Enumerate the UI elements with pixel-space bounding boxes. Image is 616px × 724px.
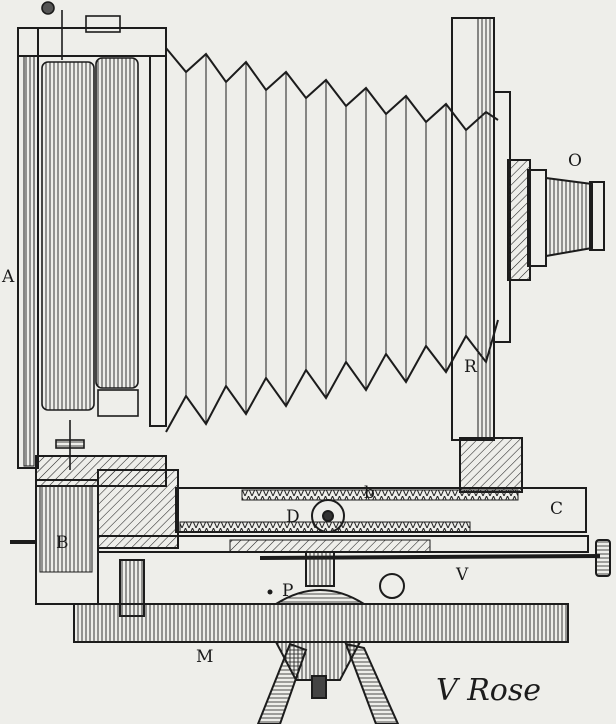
label-a: A bbox=[1, 267, 15, 287]
label-p: P bbox=[282, 581, 293, 601]
label-b-lower: b bbox=[364, 483, 375, 503]
tripod-head bbox=[256, 641, 400, 724]
label-o: O bbox=[568, 151, 582, 171]
artist-signature: V Rose bbox=[436, 673, 541, 708]
label-m: M bbox=[196, 647, 213, 667]
label-c: C bbox=[550, 499, 563, 519]
roller-assembly bbox=[41, 1, 139, 470]
lens bbox=[507, 159, 605, 281]
label-v: V bbox=[455, 565, 469, 585]
label-b: B bbox=[56, 533, 69, 553]
bellows bbox=[165, 47, 499, 433]
label-r: R bbox=[464, 357, 478, 377]
pivot-dot bbox=[267, 589, 273, 595]
base-rail bbox=[10, 469, 589, 605]
label-d: D bbox=[286, 507, 300, 527]
turntable bbox=[73, 551, 569, 643]
